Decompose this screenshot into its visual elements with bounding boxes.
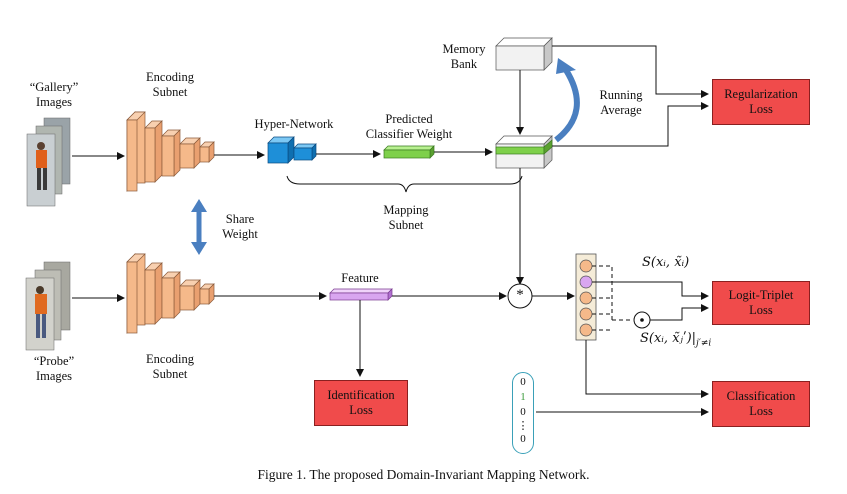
one-hot-label-vector: 0 1 0 ⋮ 0 — [512, 372, 534, 454]
identification-loss-box: Identification Loss — [314, 380, 408, 426]
feature-bar — [329, 288, 393, 301]
arrow-negative-to-triplet — [650, 304, 709, 321]
memory-bank-updated-cube — [495, 135, 553, 169]
memory-bank-cube — [495, 37, 553, 71]
math-s-positive: S(xᵢ, x̃ᵢ) — [642, 255, 690, 270]
predicted-weight-bar — [383, 145, 435, 159]
label-running-average: Running Average — [599, 88, 643, 117]
logit-node — [579, 323, 593, 337]
multiply-symbol: * — [516, 287, 524, 303]
encoder-top — [126, 111, 215, 192]
mapping-subnet-brace — [286, 175, 523, 193]
label-feature: Feature — [341, 271, 379, 285]
max-node-dot — [640, 318, 644, 322]
logits-vector — [575, 253, 597, 341]
label-mapping-subnet: Mapping Subnet — [383, 203, 429, 232]
math-s-negative-main: S(xᵢ, x̃ⱼʹ)| — [640, 331, 697, 346]
gallery-images — [26, 117, 71, 207]
regularization-loss-label: Regularization Loss — [724, 87, 798, 116]
logit-triplet-loss-box: Logit-Triplet Loss — [712, 281, 810, 325]
label-probe-images: “Probe” Images — [33, 354, 75, 383]
logit-node-positive — [579, 275, 593, 289]
figure-caption: Figure 1. The proposed Domain-Invariant … — [257, 467, 590, 482]
identification-loss-label: Identification Loss — [327, 388, 395, 417]
regularization-loss-box: Regularization Loss — [712, 79, 810, 125]
running-average-arrow — [554, 68, 580, 143]
logit-triplet-loss-label: Logit-Triplet Loss — [728, 288, 794, 317]
arrow-bank-to-reg — [552, 45, 709, 98]
one-hot-entry: 0 — [520, 376, 526, 388]
logit-node — [579, 259, 593, 273]
one-hot-entry: 0 — [520, 406, 526, 418]
classification-loss-box: Classification Loss — [712, 381, 810, 427]
share-weight-arrow — [191, 199, 207, 255]
one-hot-entry: 0 — [520, 433, 526, 445]
label-predicted-classifier-weight: Predicted Classifier Weight — [365, 112, 453, 141]
encoder-bottom — [126, 253, 215, 334]
classification-loss-label: Classification Loss — [726, 389, 796, 418]
arrow-logits-to-classification — [585, 340, 709, 398]
running-average-arrowhead — [556, 58, 576, 74]
label-memory-bank: Memory Bank — [442, 42, 486, 71]
logit-node — [579, 307, 593, 321]
label-gallery-images: “Gallery” Images — [29, 80, 79, 109]
arrow-positive-to-triplet — [592, 281, 709, 300]
logit-node — [579, 291, 593, 305]
math-s-negative: S(xᵢ, x̃ⱼʹ)|j′≠i — [640, 331, 711, 349]
one-hot-entry-active: 1 — [520, 391, 526, 403]
label-hyper-network: Hyper-Network — [254, 117, 334, 131]
label-encoding-subnet-bottom: Encoding Subnet — [146, 352, 194, 381]
label-share-weight: Share Weight — [222, 212, 258, 241]
math-s-negative-sub: j′≠i — [696, 338, 712, 349]
negative-dashed-lines — [592, 265, 630, 331]
label-encoding-subnet-top: Encoding Subnet — [146, 70, 194, 99]
hyper-network-block — [267, 136, 317, 164]
one-hot-ellipsis: ⋮ — [517, 420, 529, 432]
arrow-updated-bank-to-reg — [552, 102, 709, 147]
probe-images — [25, 261, 71, 351]
